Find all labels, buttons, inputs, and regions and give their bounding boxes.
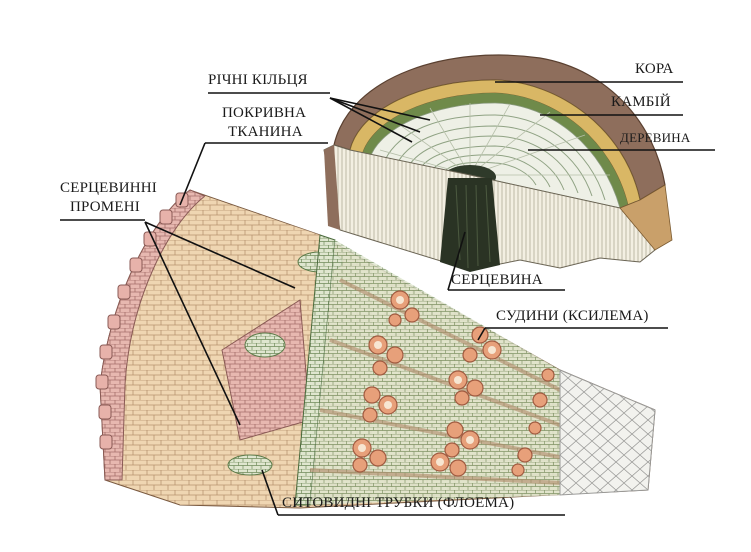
label-medullary-rays-line2: ПРОМЕНІ: [70, 199, 140, 216]
label-pith: СЕРЦЕВИНА: [451, 272, 543, 289]
pith-zone: [560, 370, 655, 495]
label-wood: ДЕРЕВИНА: [620, 130, 690, 146]
label-covering-tissue-line1: ПОКРИВНА: [222, 105, 306, 122]
pith-column: [440, 178, 500, 272]
label-medullary-rays-line1: СЕРЦЕВИННІ: [60, 180, 157, 197]
label-vessels: СУДИНИ (КСИЛЕМА): [496, 308, 649, 325]
label-cambium: КАМБІЙ: [611, 94, 671, 111]
label-annual-rings: РІЧНІ КІЛЬЦЯ: [208, 72, 308, 89]
label-covering-tissue-line2: ТКАНИНА: [228, 124, 303, 141]
sieve-patch: [245, 333, 285, 357]
sieve-patch: [228, 455, 272, 475]
label-sieve-tubes: СИТОВИДНІ ТРУБКИ (ФЛОЕМА): [282, 495, 514, 512]
trunk-segment: [324, 55, 672, 272]
label-bark: КОРА: [635, 61, 674, 78]
